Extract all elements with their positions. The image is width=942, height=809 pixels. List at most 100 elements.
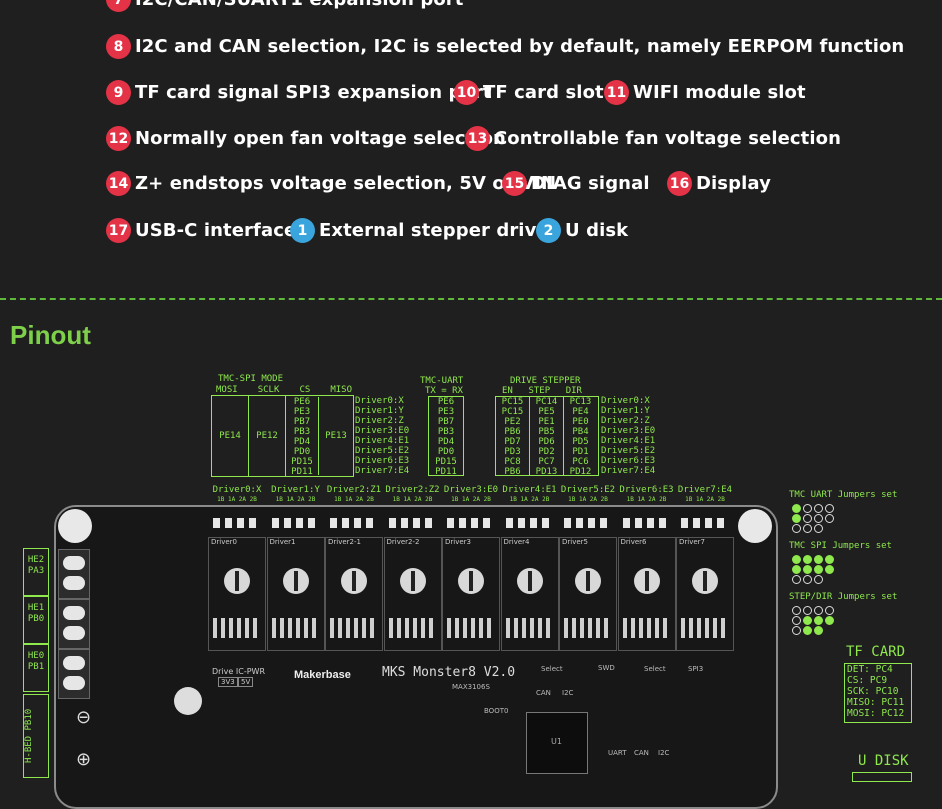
driver-axis-label: Driver0:X	[355, 396, 404, 406]
potentiometer-icon	[516, 568, 543, 594]
motor-connector-icon	[388, 518, 437, 528]
potentiometer-icon	[282, 568, 309, 594]
capacitor-icon	[174, 687, 202, 715]
number-badge: 9	[106, 80, 131, 105]
stepdir-jumper-icon	[792, 606, 835, 635]
jumper-pin	[825, 606, 834, 615]
driver-socket-label: Driver0	[211, 538, 237, 546]
dir-pin: PD1	[572, 447, 589, 457]
terminal-pin	[63, 576, 85, 590]
step-pin: PD6	[538, 437, 555, 447]
side-label-name: HE2	[27, 555, 45, 565]
potentiometer-icon	[575, 568, 601, 594]
jumper-pin	[814, 514, 823, 523]
header-mosi: MOSI	[216, 385, 238, 395]
number-badge: 13	[465, 126, 490, 151]
jumper-cap	[803, 555, 812, 564]
jumper-cap	[792, 555, 801, 564]
mounting-hole	[58, 509, 92, 543]
step-pin: PC7	[538, 457, 555, 467]
step-pin: PE5	[538, 407, 555, 417]
can-label-2: CAN	[634, 749, 649, 757]
jumper-cap	[792, 565, 801, 574]
cs-pin: PD4	[293, 437, 311, 447]
en-pin: PB6	[504, 427, 521, 437]
jumper-pin	[792, 606, 801, 615]
sclk-cell: PE12	[249, 396, 286, 476]
driver-socket: Driver5	[559, 518, 617, 651]
mounting-hole	[738, 509, 772, 543]
boot0-label: BOOT0	[484, 707, 509, 715]
driver-socket-label: Driver3	[445, 538, 471, 546]
terminal-pin	[63, 556, 85, 570]
spi-jumper-icon	[792, 555, 835, 584]
drive-stepper-headers: EN STEP DIR	[502, 386, 582, 396]
dir-pin: PD5	[572, 437, 589, 447]
step-pin: PE1	[538, 417, 555, 427]
jumper-pin	[814, 606, 823, 615]
heater-connector-he1	[58, 599, 90, 649]
terminal-pin	[63, 656, 85, 670]
header-sclk: SCLK	[257, 385, 280, 395]
side-label-he2: HE2 PA3	[23, 548, 49, 596]
driver-axis-label: Driver7:E4	[601, 466, 656, 476]
legend-text: External stepper driver	[319, 220, 558, 241]
driver-axis-label: Driver2:Z	[355, 416, 404, 426]
swd-label: SWD	[598, 664, 615, 672]
u-disk-box	[852, 772, 912, 782]
driver-socket: Driver0	[208, 518, 266, 651]
heater-connector-he0	[58, 649, 90, 699]
driver-axis-label: Driver0:X	[601, 396, 650, 406]
driver-socket-label: Driver4	[503, 538, 530, 546]
driver-slot-pins: 1B 1A 2A 2B	[626, 496, 667, 503]
en-pin: PC15	[501, 397, 524, 407]
driver-slot-name: Driver4:E1	[502, 485, 557, 495]
driver-slot-name: Driver1:Y	[271, 485, 320, 495]
legend-item-16: 16 Display	[667, 171, 771, 196]
jumper-pin	[825, 504, 834, 513]
number-badge: 15	[502, 171, 527, 196]
potentiometer-icon	[458, 568, 484, 594]
driver-socket: Driver7	[676, 518, 734, 651]
tmc-uart-subtitle: TX = RX	[425, 386, 463, 396]
pwr-5v-label: 5V	[238, 677, 254, 687]
jumper-cap	[814, 626, 823, 635]
driver-axis-label: Driver3:E0	[601, 426, 656, 436]
jumper-pin	[814, 504, 823, 513]
legend-text: Normally open fan voltage selection	[135, 128, 506, 149]
drive-stepper-title: DRIVE STEPPER	[510, 376, 581, 386]
side-label-name: HE1	[27, 603, 45, 613]
tmc-uart-title: TMC-UART	[420, 376, 464, 386]
driver-axis-label: Driver5:E2	[355, 446, 410, 456]
potentiometer-icon	[224, 568, 250, 594]
jumper-pin	[803, 514, 812, 523]
header-miso: MISO	[330, 385, 352, 395]
motor-connector-icon	[564, 518, 612, 528]
microstep-header-icon	[271, 618, 320, 638]
en-pin: PC15	[501, 407, 524, 417]
driver-socket-label: Driver7	[679, 538, 705, 546]
drive-ic-pwr-label: Drive IC-PWR	[212, 667, 265, 676]
cs-pin: PD11	[291, 467, 313, 477]
jumper-pin	[803, 606, 812, 615]
tmc-spi-headers: MOSI SCLK CS MISO	[216, 385, 352, 395]
side-label-pin: PB10	[24, 708, 34, 731]
number-badge: 2	[536, 218, 561, 243]
legend-text: DIAG signal	[531, 173, 650, 194]
uart-pin: PD11	[435, 467, 457, 477]
driver-socket: Driver2-2	[383, 518, 442, 651]
jumper-pin	[803, 524, 812, 533]
jumper-pin	[803, 504, 812, 513]
side-label-hbed: H-BED PB10	[23, 694, 49, 778]
legend-item-9: 9 TF card signal SPI3 expansion port	[106, 80, 492, 105]
number-badge: 7	[106, 0, 131, 12]
can-label: CAN	[536, 689, 551, 697]
legend-item-b2: 2 U disk	[536, 218, 628, 243]
driver-slot-pins: 1B 1A 2A 2B	[217, 496, 257, 503]
